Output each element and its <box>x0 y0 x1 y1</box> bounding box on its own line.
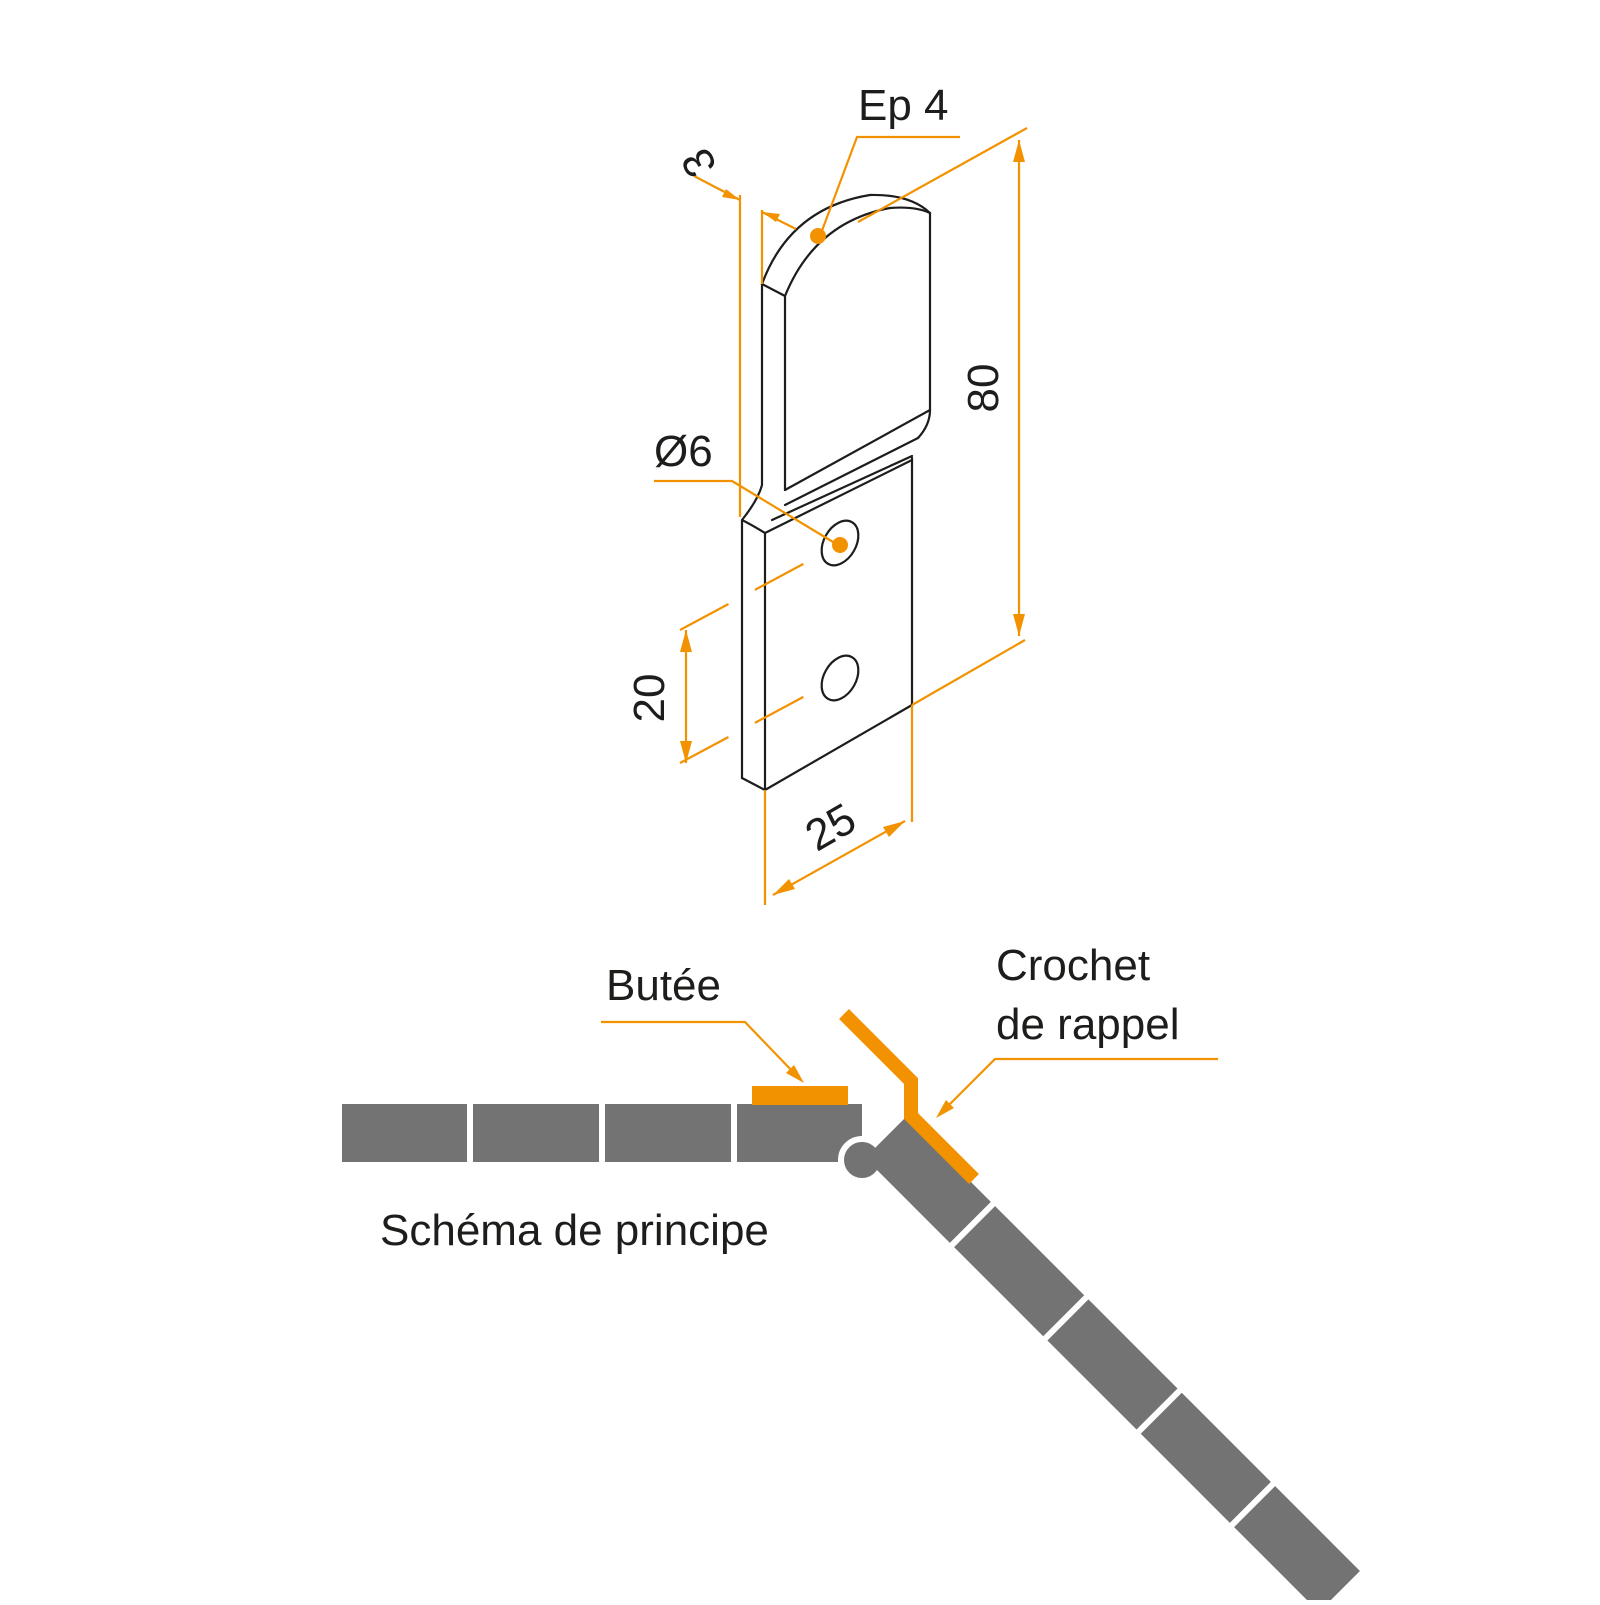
hole-leader <box>654 479 839 546</box>
stop-label: Butée <box>606 961 721 1010</box>
top-thickness-tick <box>760 282 787 298</box>
dim-80-ext-top <box>857 127 1028 223</box>
upper-thickness-edge <box>740 282 764 780</box>
stop-leader-arrowhead <box>786 1065 804 1083</box>
dim-80-arrowhead-bottom <box>1013 614 1025 636</box>
upper-face-right-edge <box>916 211 932 440</box>
block-2 <box>473 1104 599 1162</box>
dim-80-label: 80 <box>959 364 1008 413</box>
hole-upper <box>820 519 860 567</box>
schematic <box>342 1009 1360 1605</box>
lower-bend-curve <box>740 518 767 535</box>
dim-hole-label: Ø6 <box>654 427 713 476</box>
part-outline <box>740 193 932 792</box>
dim-25-arrowhead-right <box>883 821 905 837</box>
thickness-label: Ep 4 <box>858 81 949 130</box>
hook-label-line1: Crochet <box>996 941 1150 990</box>
dim-80-ext-bottom <box>911 639 1026 706</box>
bottom-edge-thickness <box>740 776 767 792</box>
schematic-caption: Schéma de principe <box>380 1206 769 1255</box>
angled-block-1 <box>864 1117 991 1243</box>
dim-20-arrowhead-bottom <box>680 741 692 763</box>
dim-20-ext-bottom <box>679 687 821 764</box>
dim-25-arrowhead-left <box>773 879 795 895</box>
angled-block-4 <box>1140 1392 1271 1523</box>
stop-leader <box>601 1020 797 1076</box>
rounded-top-front <box>760 193 932 286</box>
angled-block-2 <box>954 1206 1085 1337</box>
dimension-lines <box>654 127 1028 905</box>
return-hook <box>839 1009 979 1184</box>
dim-3-arrowhead-right <box>762 212 780 222</box>
bend-line-1 <box>783 408 932 492</box>
thickness-leader-dot <box>810 228 826 244</box>
hole-lower <box>820 654 860 702</box>
rounded-top-back <box>783 206 932 298</box>
hook-label-line2: de rappel <box>996 1000 1179 1049</box>
angled-block-5 <box>1234 1486 1360 1605</box>
hook-leader-arrowhead <box>936 1100 954 1118</box>
hook-leader <box>943 1057 1218 1111</box>
bend-line-2 <box>783 436 920 507</box>
dim-25-line <box>772 820 906 896</box>
thickness-leader <box>818 135 960 237</box>
dim-20-label: 20 <box>625 674 674 723</box>
dim-3-arrowhead-left <box>722 189 740 200</box>
block-3 <box>605 1104 731 1162</box>
dim-25-label: 25 <box>797 794 864 861</box>
bend-line-4 <box>763 458 914 535</box>
block-1 <box>342 1104 467 1162</box>
bend-line-3 <box>770 454 914 522</box>
dim-20-ext-top <box>679 554 821 631</box>
dim-80-arrowhead-top <box>1013 140 1025 162</box>
bottom-edge-front <box>763 703 914 792</box>
hole-leader-dot <box>832 537 848 553</box>
angled-block-3 <box>1047 1299 1178 1430</box>
angled-blocks <box>864 1117 1360 1605</box>
stop-plate <box>752 1086 848 1105</box>
dim-20-arrowhead-top <box>680 630 692 652</box>
